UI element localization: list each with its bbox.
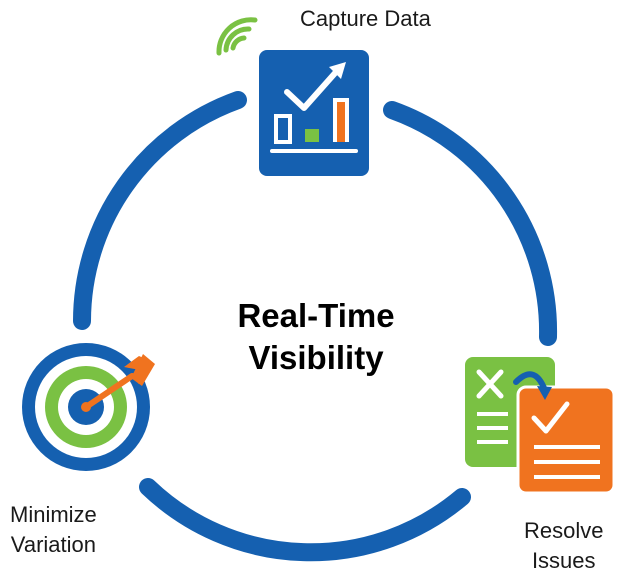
orange-document [516,385,616,495]
trend-arrowhead [329,62,346,79]
cycle-ring [73,91,558,562]
target-arrow-icon [22,343,155,471]
cycle-arc-top-right [383,101,558,346]
resolve-issues-line-2: Issues [531,548,596,573]
curved-arrow-icon [513,371,547,391]
check-mark-icon [531,401,570,434]
center-title-line-2: Visibility [248,339,384,376]
checklist-documents-icon [465,357,616,495]
minimize-variation-line-1: Minimize [10,502,97,527]
bar-orange [337,102,345,142]
center-title: Real-Time Visibility [191,295,441,379]
cycle-arc-bottom [139,478,471,562]
bar-green [305,129,319,142]
wifi-signal-icon [230,35,247,51]
cycle-arc-top-left [73,91,247,330]
center-title-line-1: Real-Time [237,297,395,334]
capture-data-label: Capture Data [300,6,431,31]
chart-tablet-icon [216,17,369,176]
tablet-body [259,50,369,176]
arrow-shaft [83,373,135,410]
trend-line [284,69,339,111]
resolve-issues-line-1: Resolve [524,518,604,543]
bar-white [274,114,292,144]
minimize-variation-line-2: Variation [10,532,96,557]
minimize-variation-label: Minimize Variation [10,500,97,560]
x-mark-icon [476,369,504,399]
resolve-issues-label: Resolve Issues [524,516,603,576]
